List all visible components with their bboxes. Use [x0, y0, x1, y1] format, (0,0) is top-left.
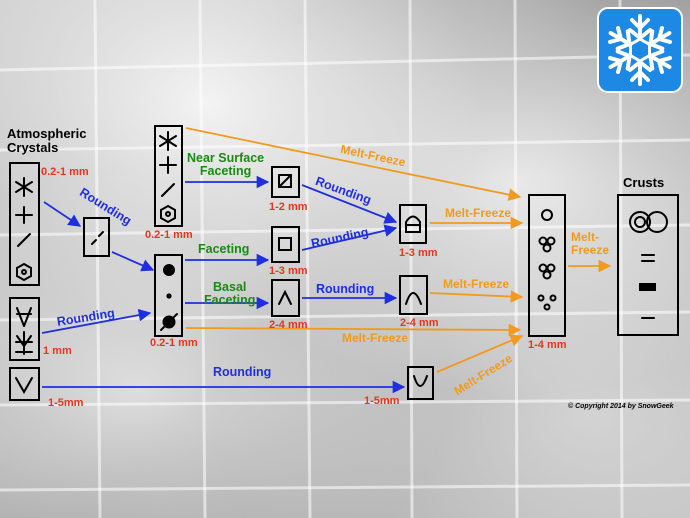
label-melt-freeze-2: Melt-Freeze: [445, 206, 512, 220]
snowflake-icon: [597, 7, 683, 93]
label-rounding-6: Rounding: [213, 365, 272, 379]
size-nsf: 1-2 mm: [269, 201, 308, 213]
star-crystal-icon: [15, 177, 33, 197]
graupel-crystal-icon: [15, 331, 33, 355]
melt-freeze-single-icon: [541, 209, 553, 221]
arrow-rounding-1: [43, 201, 82, 227]
melt-freeze-cluster-icon: [538, 236, 556, 253]
arrow-rounding-3: [41, 308, 152, 334]
size-atm-mid: 1 mm: [43, 345, 72, 357]
arrow-rounding-5: [301, 224, 398, 251]
box-faceted: [271, 226, 300, 263]
v-crystal-icon: [15, 377, 33, 395]
rounded-v-icon: [413, 375, 428, 387]
decomposing-icon: [91, 231, 104, 245]
arrow-melt-freeze-5: [436, 334, 524, 373]
rounded-facet-icon: [405, 215, 421, 233]
plus-crystal-icon: [15, 206, 33, 224]
size-col2: 0.2-1 mm: [145, 229, 193, 241]
star-crystal-icon-2: [159, 131, 177, 151]
label-melt-freeze-3: Melt-Freeze: [443, 277, 510, 291]
melt-freeze-scattered-icon: [537, 294, 557, 311]
size-mf: 1-4 mm: [528, 339, 567, 351]
crust-equals-icon: [641, 254, 655, 262]
label-rounding-5: Rounding: [316, 282, 375, 296]
label-melt-freeze-6: Melt- Freeze: [571, 230, 610, 257]
square-facet-icon: [278, 237, 292, 251]
size-round-top: 1-3 mm: [399, 247, 438, 259]
size-basal: 2-4 mm: [269, 319, 308, 331]
rounded-grain-large-icon: [163, 264, 175, 276]
box-rounded-1: [83, 217, 110, 257]
size-fac: 1-3 mm: [269, 265, 308, 277]
rounded-grain-wet-icon: [160, 313, 178, 331]
box-rounded-large: [407, 366, 434, 400]
slash-crystal-icon: [17, 233, 31, 247]
label-basal-faceting: Basal Faceting: [204, 280, 256, 308]
label-melt-freeze-4: Melt-Freeze: [342, 331, 409, 345]
melt-freeze-cluster-filled-icon: [538, 263, 556, 280]
box-atmospheric-3: [9, 367, 40, 401]
rounded-caret-icon: [405, 292, 422, 305]
box-near-surface-source: [154, 125, 183, 227]
label-near-surface-faceting: Near Surface Faceting: [187, 151, 265, 179]
size-round-bot: 1-5mm: [364, 395, 400, 407]
arrow-melt-freeze-4: [185, 323, 522, 337]
crust-filled-bar-icon: [639, 283, 656, 291]
slash-crystal-icon-2: [161, 183, 175, 197]
caret-facet-icon: [278, 289, 292, 305]
box-melt-freeze: [528, 194, 566, 337]
size-atm-bot: 1-5mm: [48, 397, 84, 409]
heading-atmospheric: Atmospheric Crystals: [7, 126, 87, 155]
heading-crusts: Crusts: [623, 175, 665, 190]
crust-double-circle-icon: [629, 211, 668, 233]
plus-crystal-icon-2: [159, 156, 177, 174]
arrow-rounding-2: [111, 251, 155, 272]
column-crystal-icon: [16, 307, 32, 327]
rounded-grain-small-icon: [166, 293, 172, 299]
arrow-melt-freeze-1: [185, 127, 522, 201]
size-atm-top: 0.2-1 mm: [41, 166, 89, 178]
hexagon-crystal-icon-2: [160, 204, 176, 224]
label-faceting: Faceting: [198, 242, 250, 256]
copyright: © Copyright 2014 by SnowGeek: [568, 403, 674, 410]
arrow-melt-freeze-3: [429, 290, 524, 303]
box-nsf: [271, 166, 300, 198]
square-facet-slash-icon: [278, 174, 292, 188]
arrow-rounding-4: [301, 184, 398, 224]
box-basal: [271, 279, 300, 317]
hexagon-crystal-icon: [16, 262, 32, 282]
size-round-mid: 2-4 mm: [400, 317, 439, 329]
size-col3: 0.2-1 mm: [150, 337, 198, 349]
box-rounded-basal: [399, 275, 428, 315]
